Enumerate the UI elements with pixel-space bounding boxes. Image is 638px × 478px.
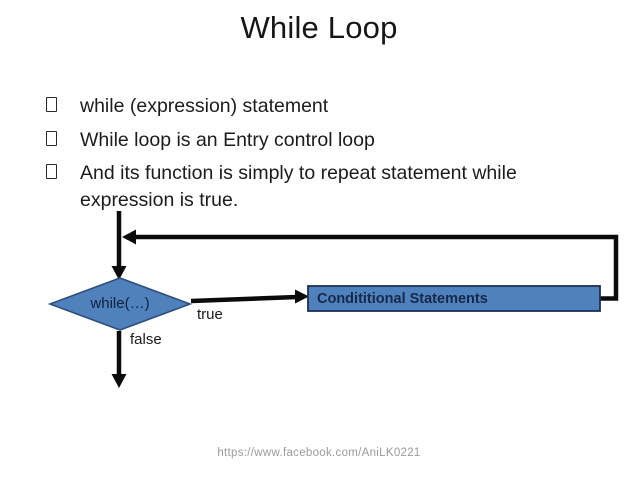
- tofu-bullet-icon: [46, 97, 57, 112]
- tofu-bullet-icon: [46, 164, 57, 179]
- decision-label: while(…): [90, 295, 150, 312]
- decision-diamond: [47, 277, 193, 331]
- false-arrow: [111, 331, 127, 388]
- entry-arrow: [111, 211, 127, 280]
- true-branch-label: true: [197, 306, 223, 323]
- bullet-line: And its function is simply to repeat sta…: [80, 162, 517, 184]
- bullet-item: While loop is an Entry control loop: [46, 127, 591, 154]
- bullet-item: And its function is simply to repeat sta…: [46, 160, 591, 214]
- slide-title: While Loop: [240, 10, 398, 45]
- tofu-bullet-icon: [46, 131, 57, 146]
- true-arrow: [190, 289, 309, 304]
- process-box-label: Condititional Statements: [317, 290, 488, 307]
- bullet-line: while (expression) statement: [80, 95, 329, 117]
- bullet-line: expression is true.: [80, 189, 239, 211]
- false-branch-label: false: [130, 331, 162, 348]
- loop-back-connector: [122, 229, 619, 301]
- footer-url: https://www.facebook.com/AniLK0221: [217, 447, 421, 459]
- bullet-line: While loop is an Entry control loop: [80, 129, 375, 151]
- process-box: [307, 285, 601, 312]
- bullet-item: while (expression) statement: [46, 93, 591, 120]
